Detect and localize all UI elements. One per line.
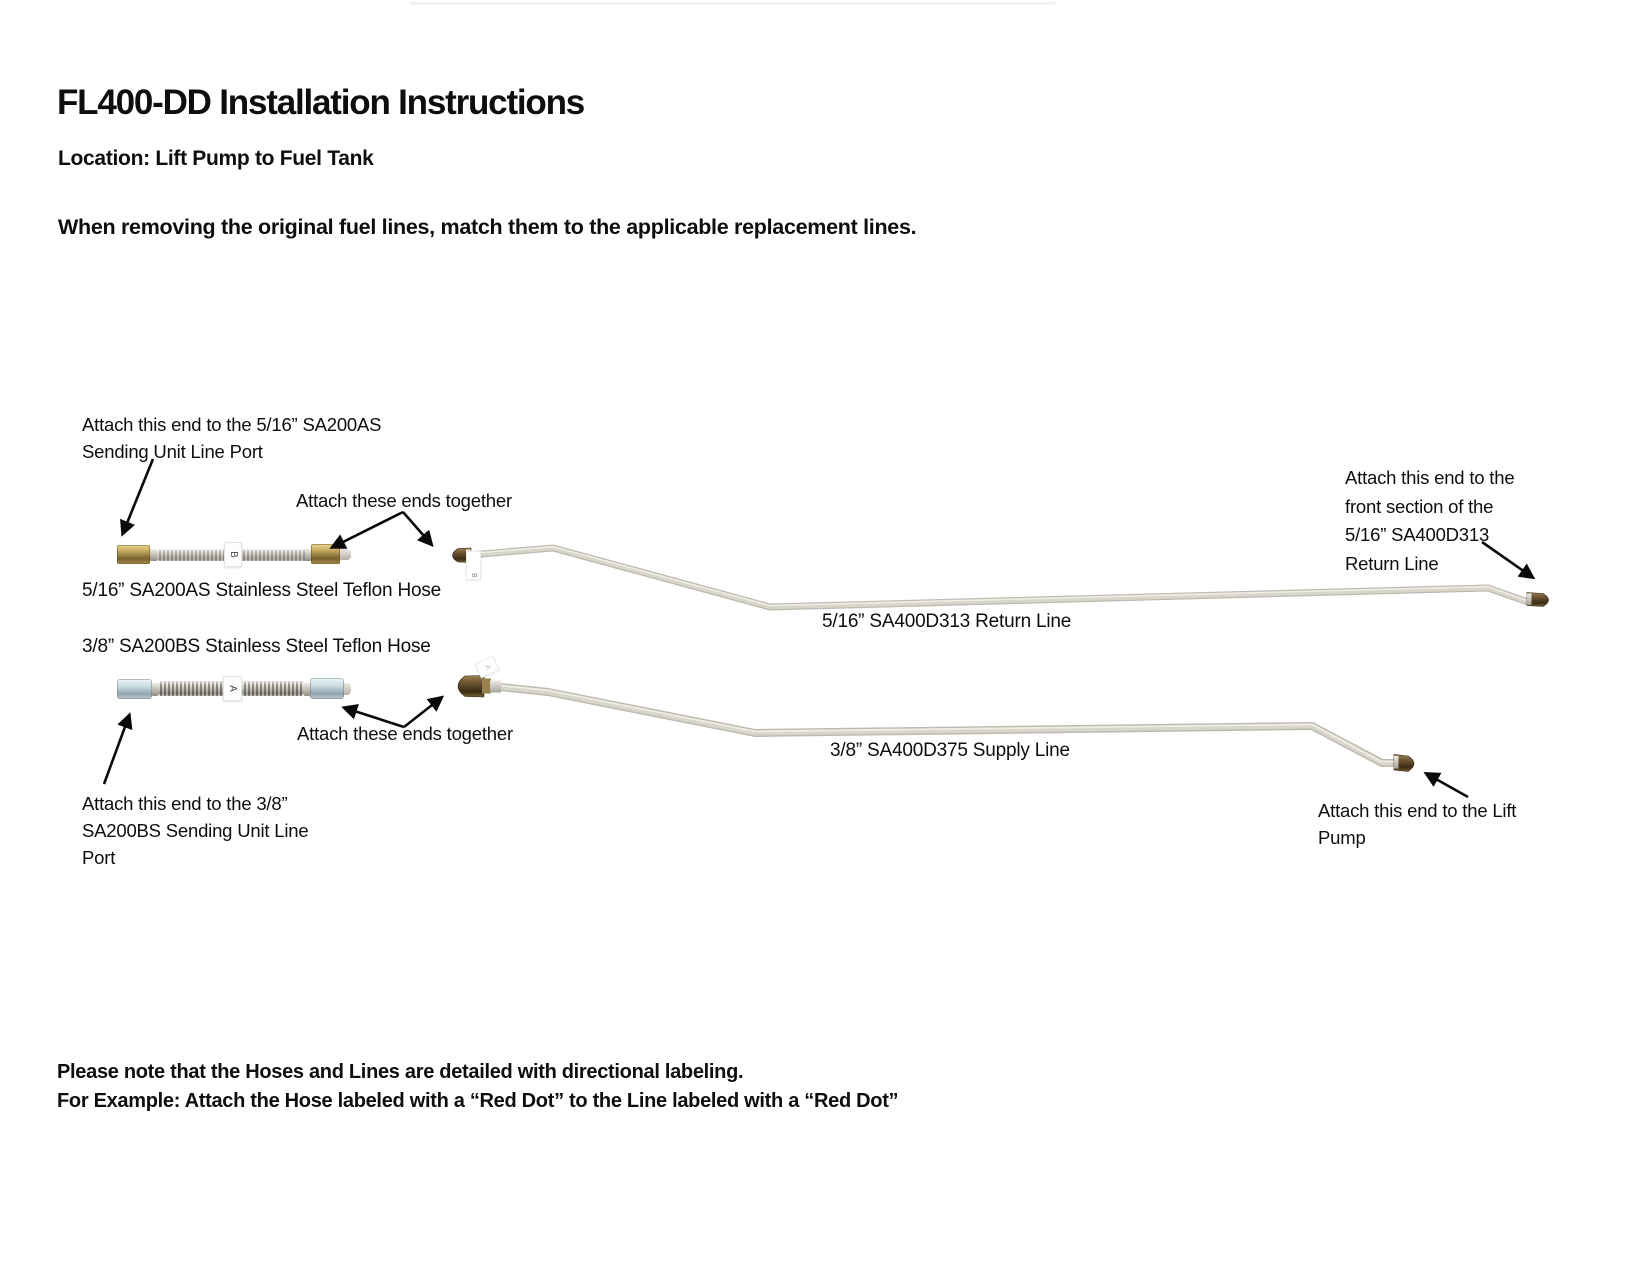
- arrow-to-supply-line-front: [403, 695, 445, 729]
- callout-attach-ends-bottom: Attach these ends together: [297, 723, 513, 744]
- callout-line: front section of the: [1345, 495, 1494, 517]
- callout-line: Sending Unit Line Port: [82, 441, 263, 462]
- arrow-to-supply-line-rear: [1423, 772, 1469, 799]
- scan-artifact-line: [410, 2, 1055, 5]
- hose-516-right-collar: [305, 549, 311, 561]
- return-line-direction-tag: B: [466, 551, 481, 580]
- hose-38-right-nut: [310, 678, 344, 699]
- hose-516-direction-tag: B: [224, 542, 242, 567]
- callout-attach-ends-top: Attach these ends together: [296, 490, 512, 511]
- callout-line: SA200BS Sending Unit Line: [82, 820, 309, 841]
- callout-line: Port: [82, 847, 116, 868]
- arrow-to-hose38-right-end: [341, 704, 405, 729]
- hose-38-sa200bs: A: [117, 676, 351, 701]
- callout-line: 5/16” SA400D313: [1345, 524, 1490, 545]
- intro-instruction: When removing the original fuel lines, m…: [58, 215, 917, 239]
- return-line-tube: [466, 544, 1532, 611]
- callout-line: Attach this end to the: [1345, 467, 1515, 488]
- arrow-to-return-line-front: [402, 511, 434, 548]
- label-hose-38: 3/8” SA200BS Stainless Steel Teflon Hose: [82, 636, 431, 657]
- callout-38-sending-unit: Attach this end to the 3/8” SA200BS Send…: [82, 790, 309, 871]
- hose-516-left-nut: [117, 545, 150, 564]
- supply-line-tube: [496, 683, 1400, 767]
- label-supply-line: 3/8” SA400D375 Supply Line: [830, 740, 1070, 761]
- hose-38-left-collar: [152, 683, 158, 696]
- location-subtitle: Location: Lift Pump to Fuel Tank: [58, 147, 374, 170]
- arrow-to-return-line-rear: [1481, 540, 1536, 580]
- return-line-rear-fitting: [1526, 592, 1549, 607]
- hose-516-left-collar: [150, 549, 157, 561]
- hose-516-right-nut: [311, 544, 340, 564]
- supply-line-front-fitting: [457, 675, 501, 698]
- label-return-line: 5/16” SA400D313 Return Line: [822, 611, 1072, 632]
- hose-38-right-collar: [304, 683, 310, 696]
- callout-line: Attach this end to the 5/16” SA200AS: [82, 414, 382, 435]
- footer-line-2: For Example: Attach the Hose labeled wit…: [57, 1090, 899, 1112]
- hose-38-left-nut: [117, 679, 152, 699]
- footer-note: Please note that the Hoses and Lines are…: [57, 1058, 899, 1116]
- hose-516-sa200as: B: [117, 542, 351, 567]
- label-hose-516: 5/16” SA200AS Stainless Steel Teflon Hos…: [82, 580, 442, 601]
- supply-line-rear-fitting: [1393, 754, 1415, 772]
- callout-return-front: Attach this end to the front section of …: [1345, 464, 1515, 578]
- hose-38-tip: [344, 683, 351, 695]
- callout-line: Pump: [1318, 827, 1366, 848]
- hose-516-tip: [340, 549, 351, 560]
- page-title: FL400-DD Installation Instructions: [57, 83, 585, 122]
- callout-line: Attach this end to the Lift: [1318, 800, 1517, 821]
- callout-516-sending-unit: Attach this end to the 5/16” SA200AS Sen…: [82, 411, 381, 465]
- hose-38-direction-tag: A: [223, 676, 242, 701]
- arrow-to-hose38-left-end: [102, 712, 133, 785]
- callout-line: Return Line: [1345, 552, 1439, 574]
- footer-line-1: Please note that the Hoses and Lines are…: [57, 1061, 744, 1083]
- arrow-to-hose516-right-end: [329, 510, 404, 549]
- arrow-to-hose516-left-end: [120, 458, 155, 537]
- callout-line: Attach this end to the 3/8”: [82, 793, 288, 814]
- callout-lift-pump: Attach this end to the Lift Pump: [1318, 797, 1516, 851]
